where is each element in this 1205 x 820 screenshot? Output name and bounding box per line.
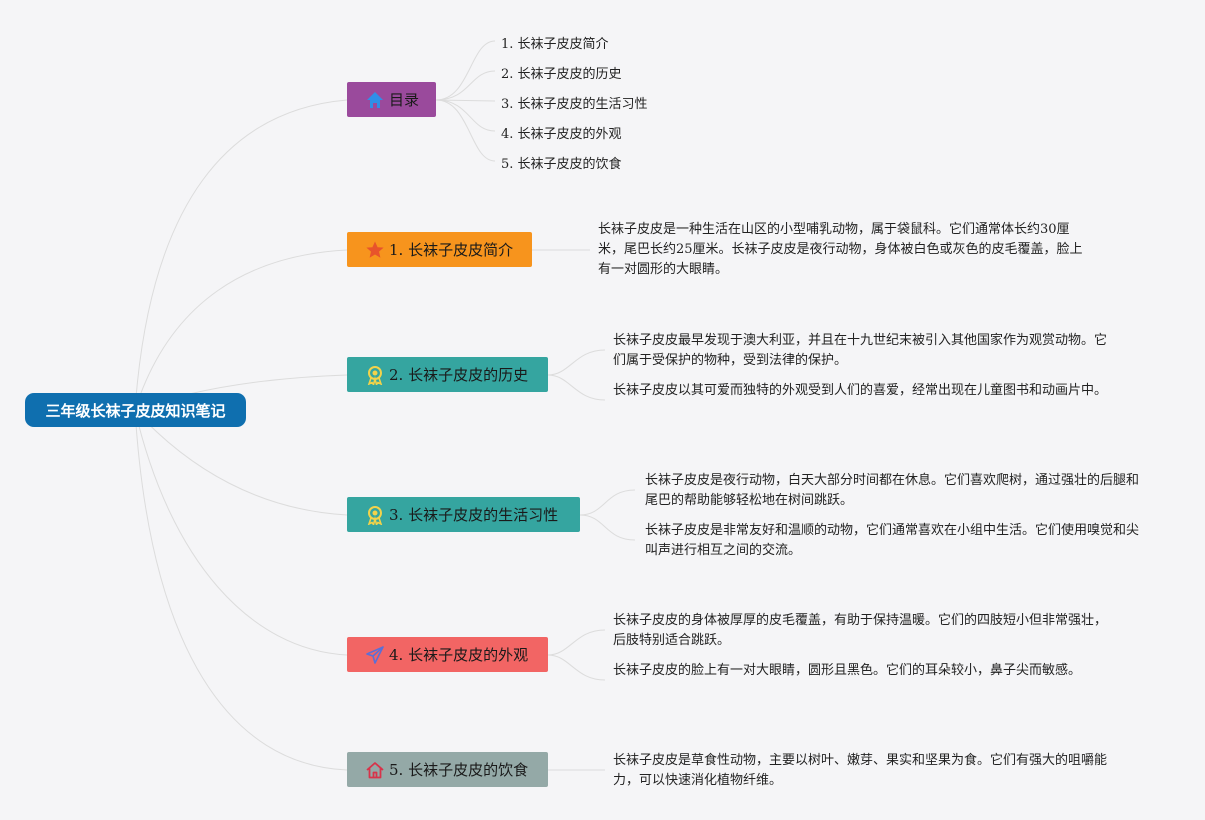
root-node[interactable]: 三年级长袜子皮皮知识笔记	[25, 393, 246, 427]
branch-label: 1. 长袜子皮皮简介	[389, 241, 514, 259]
branch-label: 4. 长袜子皮皮的外观	[389, 646, 529, 664]
note-intro: 长袜子皮皮是一种生活在山区的小型哺乳动物，属于袋鼠科。它们通常体长约30厘米，尾…	[598, 222, 1083, 277]
branch-intro[interactable]: 1. 长袜子皮皮简介	[347, 232, 532, 267]
branch-habits[interactable]: 3. 长袜子皮皮的生活习性	[347, 497, 580, 532]
star-icon	[365, 240, 385, 260]
home-icon	[365, 90, 385, 110]
branch-label: 目录	[389, 91, 420, 109]
toc-item[interactable]: 4. 长袜子皮皮的外观	[501, 127, 622, 142]
note-appearance-1: 长袜子皮皮的身体被厚厚的皮毛覆盖，有助于保持温暖。它们的四肢短小但非常强壮，后肢…	[613, 613, 1108, 648]
toc-item[interactable]: 2. 长袜子皮皮的历史	[501, 67, 622, 82]
branch-appearance[interactable]: 4. 长袜子皮皮的外观	[347, 637, 548, 672]
award-icon	[365, 505, 385, 525]
note-habits-1: 长袜子皮皮是夜行动物，白天大部分时间都在休息。它们喜欢爬树，通过强壮的后腿和尾巴…	[645, 473, 1140, 508]
branch-label: 2. 长袜子皮皮的历史	[389, 366, 529, 384]
note-history-2: 长袜子皮皮以其可爱而独特的外观受到人们的喜爱，经常出现在儿童图书和动画片中。	[613, 383, 1108, 398]
branch-history[interactable]: 2. 长袜子皮皮的历史	[347, 357, 548, 392]
house-outline-icon	[365, 760, 385, 780]
toc-item[interactable]: 1. 长袜子皮皮简介	[501, 37, 609, 52]
toc-item[interactable]: 5. 长袜子皮皮的饮食	[501, 157, 622, 172]
award-icon	[365, 365, 385, 385]
branch-label: 5. 长袜子皮皮的饮食	[389, 761, 529, 779]
root-title: 三年级长袜子皮皮知识笔记	[45, 401, 226, 420]
branch-toc[interactable]: 目录	[347, 82, 436, 117]
branch-diet[interactable]: 5. 长袜子皮皮的饮食	[347, 752, 548, 787]
note-history-1: 长袜子皮皮最早发现于澳大利亚，并且在十九世纪末被引入其他国家作为观赏动物。它们属…	[613, 333, 1108, 368]
branch-label: 3. 长袜子皮皮的生活习性	[389, 506, 559, 524]
note-habits-2: 长袜子皮皮是非常友好和温顺的动物，它们通常喜欢在小组中生活。它们使用嗅觉和尖叫声…	[645, 523, 1140, 558]
paper-plane-icon	[365, 645, 385, 665]
toc-item[interactable]: 3. 长袜子皮皮的生活习性	[501, 97, 648, 112]
note-appearance-2: 长袜子皮皮的脸上有一对大眼睛，圆形且黑色。它们的耳朵较小，鼻子尖而敏感。	[613, 663, 1082, 678]
note-diet: 长袜子皮皮是草食性动物，主要以树叶、嫩芽、果实和坚果为食。它们有强大的咀嚼能力，…	[613, 753, 1108, 788]
